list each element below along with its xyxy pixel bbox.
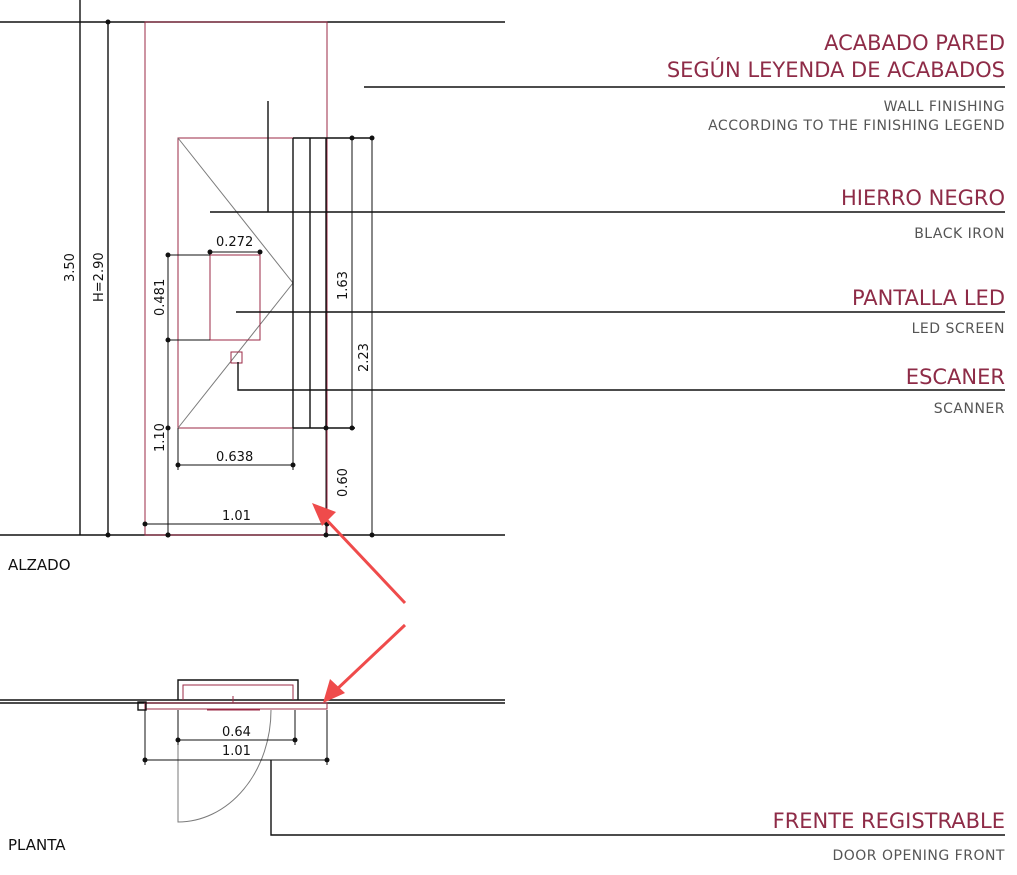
arrow-down-line (332, 623, 407, 694)
plan-niche (177, 679, 299, 700)
door-swing-arc (177, 709, 272, 823)
elevation-label: ALZADO (8, 556, 71, 574)
dim-panel-width: 0.638 (216, 450, 253, 465)
legend-wall-es-2: SEGÚN LEYENDA DE ACABADOS (667, 57, 1005, 82)
panel-diagonal-top (177, 137, 294, 284)
legend-led-es: PANTALLA LED (852, 286, 1005, 310)
leader-scanner (237, 362, 1005, 391)
niche-outline (144, 21, 328, 536)
dim-panel-top: 2.23 (357, 343, 372, 372)
legend: ACABADO PARED SEGÚN LEYENDA DE ACABADOS … (210, 31, 1005, 864)
legend-iron-en: BLACK IRON (914, 226, 1005, 242)
arrow-up-head (312, 503, 336, 526)
dim-plan-outer: 1.01 (222, 744, 251, 759)
iron-panel (177, 137, 294, 429)
legend-wall-en-2: ACCORDING TO THE FINISHING LEGEND (708, 118, 1005, 134)
annotation-arrows (312, 503, 407, 703)
legend-iron-es: HIERRO NEGRO (841, 186, 1005, 210)
dim-panel-bottom: 1.10 (153, 423, 168, 452)
legend-door-es: FRENTE REGISTRABLE (773, 809, 1005, 833)
dim-height-ceiling: H=2.90 (92, 252, 107, 302)
dim-floor-gap: 0.60 (336, 468, 351, 497)
arrow-down-head (323, 679, 345, 703)
legend-wall-en-1: WALL FINISHING (884, 99, 1005, 115)
arrow-up-line (320, 513, 407, 605)
dim-panel-height: 1.63 (336, 271, 351, 300)
legend-wall-es-1: ACABADO PARED (824, 31, 1005, 55)
dim-height-total: 3.50 (63, 253, 78, 282)
elevation-view: 0.272 0.481 1.10 0.638 1.01 1.63 2.23 0. (0, 0, 505, 538)
dim-screen-width: 0.272 (216, 235, 253, 250)
legend-scanner-en: SCANNER (934, 401, 1005, 417)
dim-screen-height: 0.481 (153, 279, 168, 316)
plan-label: PLANTA (8, 836, 66, 854)
plan-door-leaf (144, 702, 328, 710)
plan-view: 0.64 1.01 (0, 679, 505, 823)
panel-diagonal-bottom (177, 282, 294, 429)
scanner (230, 351, 243, 364)
dim-plan-inner: 0.64 (222, 725, 251, 740)
dim-opening-width: 1.01 (222, 509, 251, 524)
leader-door-front (270, 760, 1005, 836)
led-screen (209, 254, 261, 341)
legend-led-en: LED SCREEN (912, 321, 1005, 337)
legend-door-en: DOOR OPENING FRONT (832, 848, 1005, 864)
legend-scanner-es: ESCANER (906, 365, 1005, 389)
